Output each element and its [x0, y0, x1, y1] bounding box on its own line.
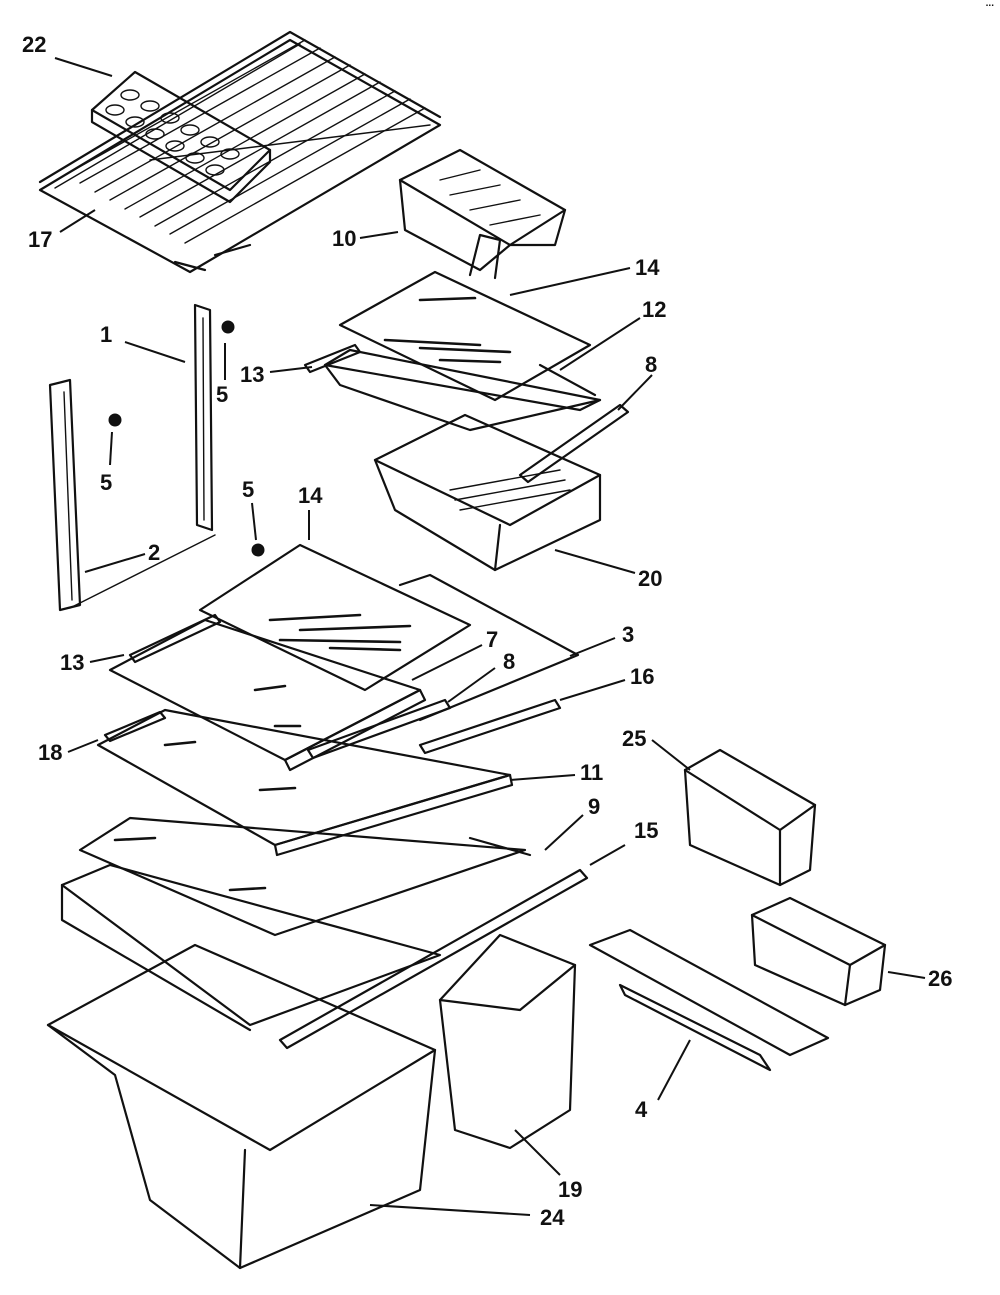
part-4-drawer-support — [588, 928, 830, 1072]
part-24-crisper-drawer — [46, 943, 437, 1270]
part-14-upper-glass — [338, 270, 592, 402]
callout-7: 7 — [486, 627, 498, 652]
callout-20: 20 — [638, 566, 662, 591]
callout-4: 4 — [635, 1097, 648, 1122]
part-13-upper-rail — [303, 343, 362, 374]
callout-14-upper: 14 — [635, 255, 660, 280]
callout-5-b: 5 — [100, 470, 112, 495]
part-3-shelf-glass — [398, 573, 580, 722]
part-26-door-bin — [750, 896, 887, 1007]
part-14-lower-glass — [198, 543, 472, 692]
callout-2: 2 — [148, 540, 160, 565]
part-5-screw-b — [108, 413, 122, 427]
callout-10: 10 — [332, 226, 356, 251]
part-15-rail — [278, 868, 589, 1050]
callout-5-a: 5 — [216, 382, 228, 407]
part-11-shelf — [96, 708, 514, 857]
leader-lines — [54, 57, 926, 1216]
callout-12: 12 — [642, 297, 666, 322]
part-5-screw-c — [251, 543, 265, 557]
callout-16: 16 — [630, 664, 654, 689]
callout-9: 9 — [588, 794, 600, 819]
part-19-crisper-drawer — [438, 933, 577, 1150]
callout-19: 19 — [558, 1177, 582, 1202]
part-2-shelf-rail — [48, 378, 82, 612]
part-10-tray — [398, 148, 567, 280]
callout-14-lower: 14 — [298, 483, 323, 508]
part-5-screw-a — [221, 320, 235, 334]
page-corner-mark: ... — [985, 0, 994, 9]
callout-18: 18 — [38, 740, 62, 765]
part-16-rail — [418, 698, 562, 755]
part-25-door-bin — [683, 748, 817, 887]
callout-22: 22 — [22, 32, 46, 57]
part-8-upper-rail — [518, 403, 630, 484]
part-13-lower-rail — [128, 613, 222, 664]
part-1-shelf-rail — [193, 303, 214, 532]
crisper-base-frame — [60, 863, 442, 1032]
callout-15: 15 — [634, 818, 658, 843]
callout-3: 3 — [622, 622, 634, 647]
callout-8-lower: 8 — [503, 649, 515, 674]
part-7-shelf-frame — [108, 618, 427, 772]
callout-8-upper: 8 — [645, 352, 657, 377]
callout-1: 1 — [100, 322, 112, 347]
part-8-lower-rail — [306, 698, 452, 760]
callout-25: 25 — [622, 726, 646, 751]
callout-17: 17 — [28, 227, 52, 252]
part-9-crisper-cover — [78, 816, 532, 937]
part-17-wire-shelf — [38, 30, 442, 274]
callout-5-c: 5 — [242, 477, 254, 502]
callout-13-lower: 13 — [60, 650, 84, 675]
part-12-crisper-frame — [323, 348, 602, 432]
part-22-egg-tray — [90, 70, 272, 204]
callout-24: 24 — [540, 1205, 565, 1230]
callout-13-upper: 13 — [240, 362, 264, 387]
callout-26: 26 — [928, 966, 952, 991]
callout-11: 11 — [580, 760, 603, 785]
part-20-crisper-drawer — [373, 413, 602, 572]
